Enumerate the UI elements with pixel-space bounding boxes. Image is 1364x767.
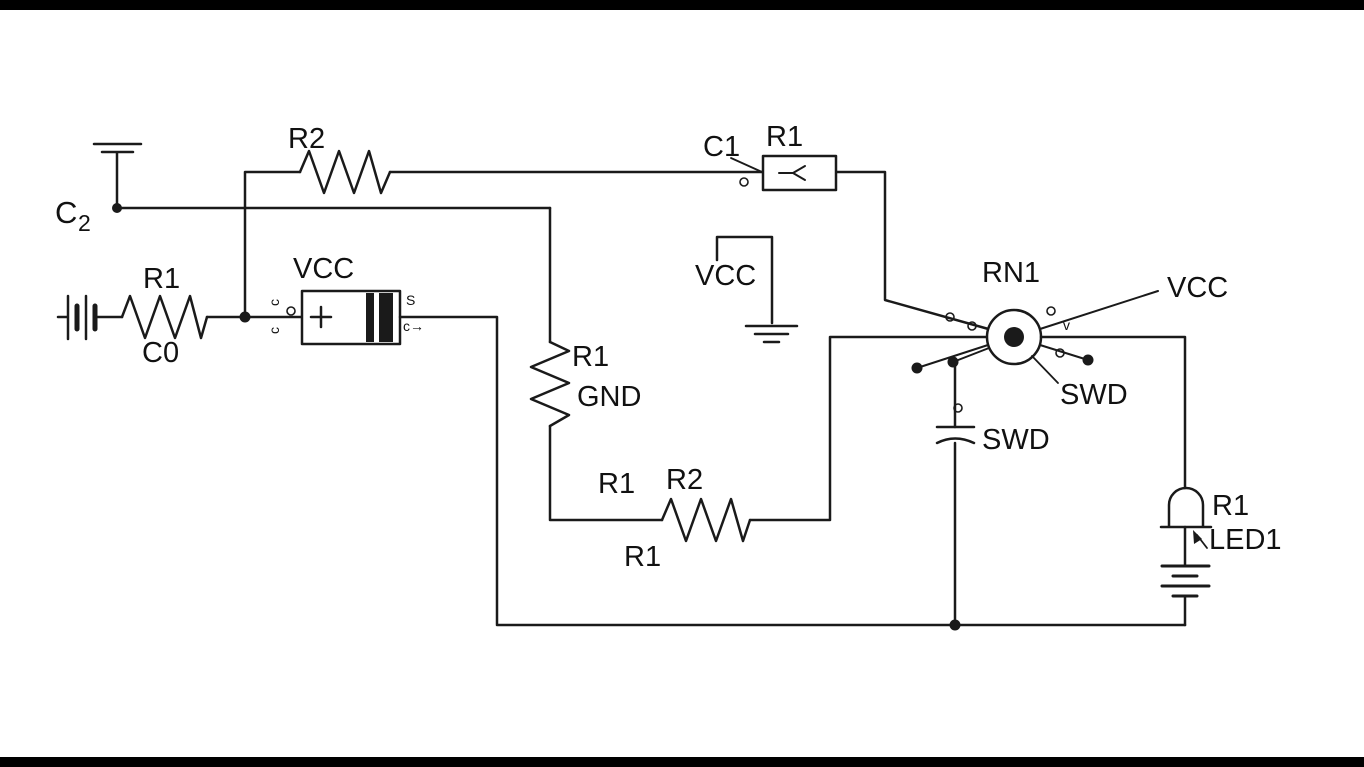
wire-gnd-branch-bottom: [548, 424, 664, 522]
pin-mark-c-in-top: c: [266, 299, 282, 306]
annotation-line-swd: [1031, 355, 1059, 384]
capacitor-c2-symbol: [92, 142, 143, 210]
label-gnd: GND: [577, 381, 641, 413]
label-c1: C1: [703, 131, 740, 163]
label-c0: C0: [142, 337, 179, 369]
circuit-schematic: C 2 R2 C1 R1 R1 C0 VCC VCC R1 GND R1 R2 …: [55, 121, 1282, 631]
wire-r2-to-switch: [748, 335, 989, 522]
switch-terminal-dot-1: [911, 362, 923, 374]
component-r1-box-body: [761, 154, 838, 192]
label-c2-subscript: 2: [78, 210, 91, 236]
switch-rn1-spoke-left1: [916, 344, 989, 369]
resistor-r2-top-zigzag: [298, 149, 392, 195]
junction-dots: [112, 203, 1094, 631]
pin-marker-icon: [1055, 348, 1065, 358]
pin-marker-icon: [739, 177, 749, 187]
led1-dome: [1159, 486, 1213, 529]
resistor-r2-mid-zigzag: [660, 497, 752, 543]
label-r1-left: R1: [143, 263, 180, 295]
switch-terminal-dot-3: [1082, 354, 1094, 366]
label-c2: C: [55, 195, 77, 230]
label-vcc-rail: VCC: [695, 260, 756, 292]
component-r1-box-glyph: [778, 165, 806, 181]
battery-right-symbol: [1160, 564, 1211, 598]
pin-mark-s: S: [406, 292, 415, 308]
pin-marker-icon: [945, 312, 955, 322]
junction-dot-left: [239, 311, 251, 323]
battery-left-symbol: [56, 294, 124, 341]
pin-marker-icon: [967, 321, 977, 331]
vcc-rail-symbol: [715, 235, 774, 325]
pin-mark-c-in-bottom: c: [266, 327, 282, 334]
label-r1-mid-below: R1: [624, 541, 661, 573]
pin-mark-v: v: [1063, 317, 1070, 333]
label-led1: LED1: [1209, 524, 1282, 556]
battery-left-thick-plates: [74, 303, 98, 332]
capacitor-vcc-bar1: [366, 293, 374, 342]
pin-mark-c-out: c→: [403, 318, 424, 334]
label-r1-box: R1: [766, 121, 803, 153]
pin-markers: [286, 177, 1065, 413]
wire-switch-to-led: [1039, 335, 1187, 490]
top-letterbox-bar: [0, 0, 1364, 10]
label-r1-mid: R1: [598, 468, 635, 500]
label-rn1: RN1: [982, 257, 1040, 289]
annotation-arrowhead-led1: [1193, 530, 1202, 544]
label-swd-cap: SWD: [982, 424, 1050, 456]
switch-rn1-pole-dot: [1004, 327, 1024, 347]
junction-dot-c2: [112, 203, 122, 213]
label-r2-mid: R2: [666, 464, 703, 496]
resistor-r1-gnd-zigzag: [529, 340, 571, 428]
capacitor-vcc-bar2: [379, 293, 393, 342]
capacitor-vcc-plus-sign: [309, 305, 333, 329]
label-vcc-right: VCC: [1167, 272, 1228, 304]
resistor-r1-left-zigzag: [120, 294, 209, 340]
schematic-canvas: C 2 R2 C1 R1 R1 C0 VCC VCC R1 GND R1 R2 …: [0, 10, 1364, 757]
pin-marker-icon: [953, 403, 963, 413]
label-swd-switch: SWD: [1060, 379, 1128, 411]
pin-marker-icon: [1046, 306, 1056, 316]
switch-rn1-spoke-left2: [952, 347, 990, 363]
wire-top-feedback-left: [243, 170, 302, 319]
gnd-mid-symbol: [744, 324, 799, 344]
wire-top-feedback-right: [388, 170, 994, 332]
switch-rn1-spoke-vcc: [1039, 290, 1159, 330]
label-r1-led: R1: [1212, 490, 1249, 522]
label-r2-top: R2: [288, 123, 325, 155]
annotation-line-c1: [730, 157, 763, 173]
switch-terminal-dot-2: [947, 356, 959, 368]
label-vcc-cap: VCC: [293, 253, 354, 285]
junction-dot-bottom: [949, 619, 961, 631]
bottom-letterbox-bar: [0, 757, 1364, 767]
capacitor-swd-plates: [935, 425, 976, 445]
pin-marker-icon: [286, 306, 296, 316]
wire-cap-to-bottom-rail: [398, 315, 1187, 627]
label-r1-vert: R1: [572, 341, 609, 373]
